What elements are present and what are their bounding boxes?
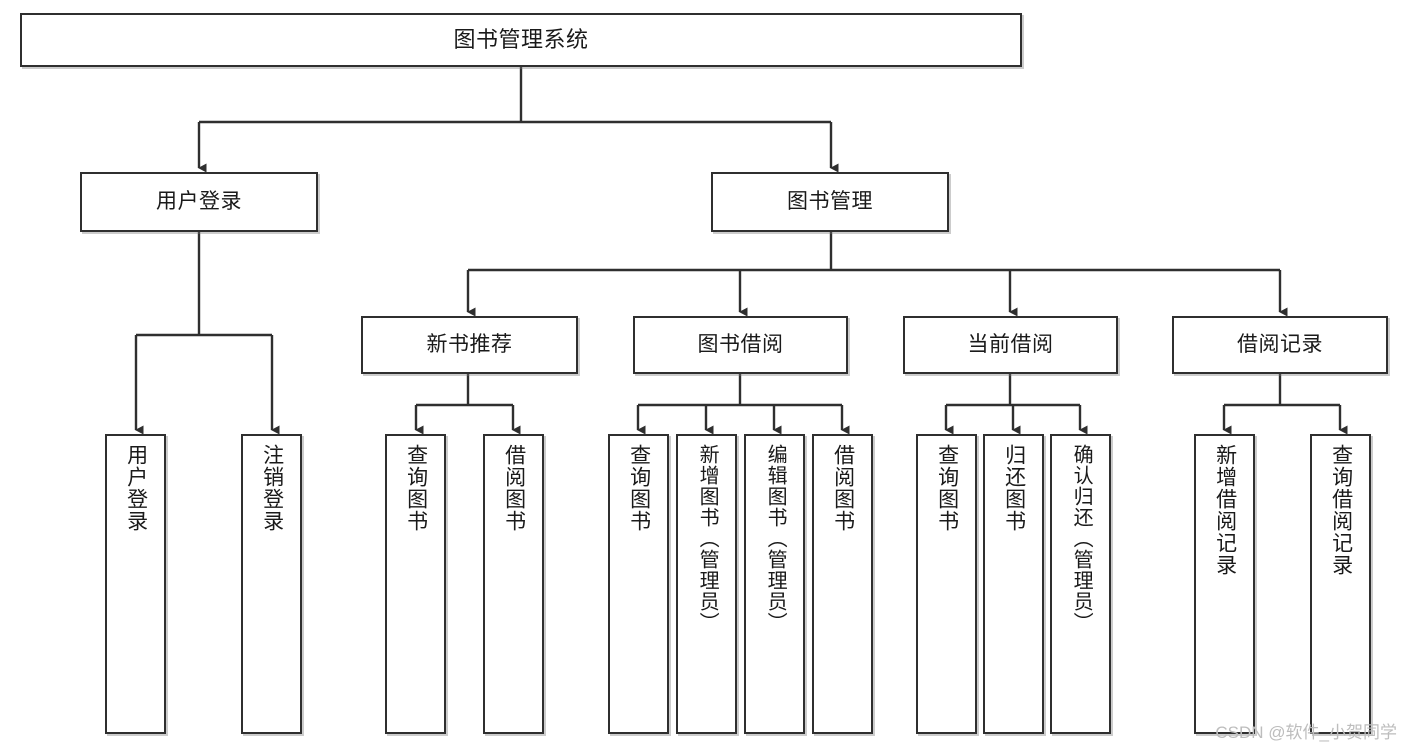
node-label: 查询图书 [627, 444, 651, 532]
node-label: 图书管理系统 [453, 26, 589, 52]
leaf-add-borrow-record[interactable]: 新增借阅记录 [1194, 434, 1255, 734]
leaf-borrow-book[interactable]: 借阅图书 [812, 434, 873, 734]
node-label: 借阅图书 [502, 444, 526, 532]
node-new-book-recommend[interactable]: 新书推荐 [361, 316, 578, 374]
node-label: 图书借阅 [697, 333, 784, 357]
node-label: 图书管理 [787, 190, 873, 214]
leaf-query-book-current[interactable]: 查询图书 [916, 434, 977, 734]
node-label: 当前借阅 [967, 333, 1054, 357]
node-label: 新增借阅记录 [1213, 444, 1237, 576]
node-label: 查询图书 [935, 444, 959, 532]
node-label: 注销登录 [260, 444, 284, 532]
leaf-query-book-borrow[interactable]: 查询图书 [608, 434, 669, 734]
leaf-user-login[interactable]: 用户登录 [105, 434, 166, 734]
leaf-confirm-return-admin[interactable]: 确认归还（管理员） [1050, 434, 1111, 734]
leaf-query-book-recommend[interactable]: 查询图书 [385, 434, 446, 734]
node-label: 用户登录 [124, 444, 148, 532]
leaf-logout-login[interactable]: 注销登录 [241, 434, 302, 734]
node-current-borrow[interactable]: 当前借阅 [903, 316, 1118, 374]
node-label: 确认归还（管理员） [1070, 444, 1093, 633]
node-label: 新书推荐 [426, 333, 513, 357]
node-book-management[interactable]: 图书管理 [711, 172, 949, 232]
node-label: 借阅图书 [831, 444, 855, 532]
node-root-system[interactable]: 图书管理系统 [20, 13, 1022, 67]
leaf-edit-book-admin[interactable]: 编辑图书（管理员） [744, 434, 805, 734]
node-label: 查询借阅记录 [1329, 444, 1353, 576]
node-user-login[interactable]: 用户登录 [80, 172, 318, 232]
leaf-borrow-book-recommend[interactable]: 借阅图书 [483, 434, 544, 734]
node-label: 借阅记录 [1237, 333, 1323, 357]
node-borrow-record[interactable]: 借阅记录 [1172, 316, 1388, 374]
node-label: 归还图书 [1002, 444, 1026, 532]
leaf-query-borrow-record[interactable]: 查询借阅记录 [1310, 434, 1371, 734]
node-label: 新增图书（管理员） [696, 444, 719, 633]
node-label: 用户登录 [156, 190, 242, 214]
node-label: 编辑图书（管理员） [764, 444, 787, 633]
csdn-watermark: CSDN @软件_小贺同学 [1215, 723, 1397, 742]
leaf-add-book-admin[interactable]: 新增图书（管理员） [676, 434, 737, 734]
node-label: 查询图书 [404, 444, 428, 532]
node-book-borrow[interactable]: 图书借阅 [633, 316, 848, 374]
leaf-return-book[interactable]: 归还图书 [983, 434, 1044, 734]
